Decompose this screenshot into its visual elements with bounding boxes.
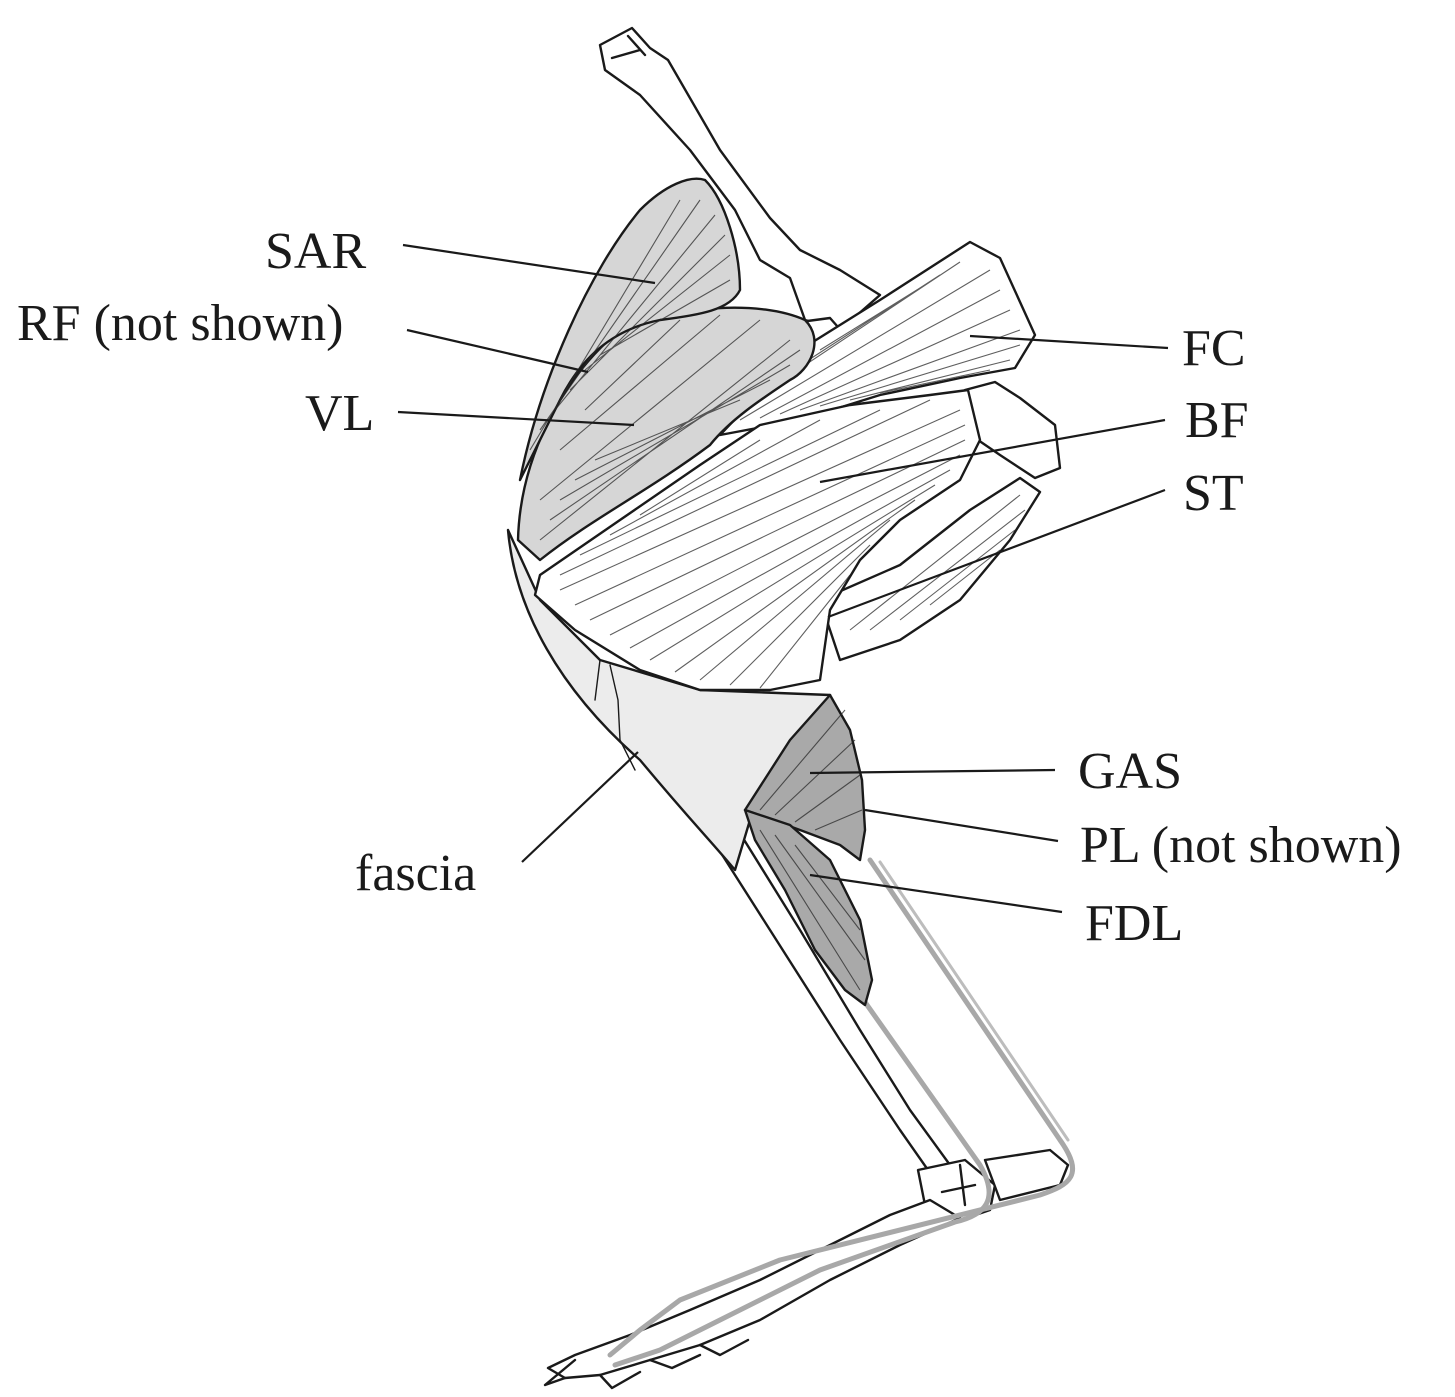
fdl-leader: [809, 873, 1063, 914]
label-st: ST: [1183, 465, 1244, 522]
label-sar: SAR: [265, 223, 366, 280]
vl-muscle: [516, 306, 816, 562]
bf-muscle: [533, 388, 982, 692]
pl-leader: [864, 808, 1059, 843]
fdl-tendon: [612, 992, 992, 1368]
label-pl: PL (not shown): [1080, 817, 1402, 874]
label-fc: FC: [1182, 320, 1246, 377]
fc-leader: [969, 334, 1169, 350]
bf-leader: [819, 418, 1166, 484]
fascia-leader: [521, 751, 639, 863]
label-gas: GAS: [1078, 743, 1182, 800]
label-rf: RF (not shown): [17, 295, 343, 352]
foot-bone: [546, 1198, 962, 1380]
leader-lines: [397, 243, 1169, 914]
fascia: [506, 528, 832, 872]
labels: SAR RF (not shown) VL FC BF ST GAS PL (n…: [17, 223, 1402, 952]
st-muscle: [818, 476, 1042, 662]
rf-leader: [406, 328, 589, 374]
femur-distal-bone: [963, 380, 1062, 480]
label-bf: BF: [1185, 392, 1249, 449]
fc-muscle: [718, 240, 1037, 437]
fdl-muscle: [743, 808, 874, 1007]
st-leader: [827, 488, 1166, 619]
tendons: [607, 857, 1075, 1368]
vl-leader: [397, 410, 635, 427]
sar-leader: [402, 243, 656, 285]
gas-leader: [809, 768, 1056, 775]
label-fascia: fascia: [355, 845, 476, 902]
label-fdl: FDL: [1085, 895, 1183, 952]
pl-tendon: [607, 857, 1075, 1358]
calcaneus-bone: [983, 1148, 1070, 1202]
label-vl: VL: [305, 385, 374, 442]
